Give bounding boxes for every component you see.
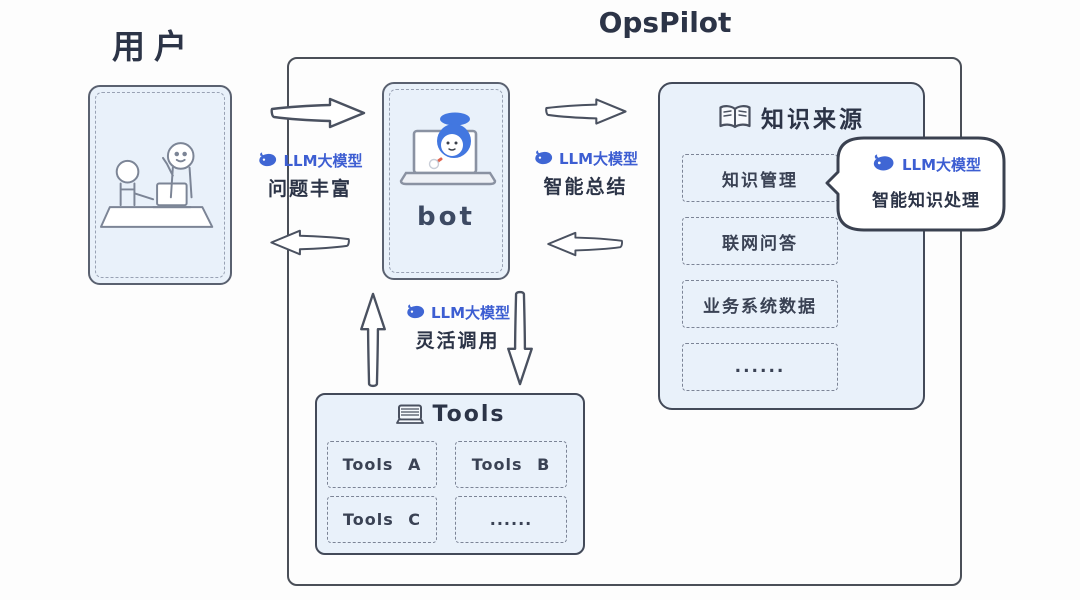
whale-icon [259, 151, 277, 166]
tool-item-c: Tools C [327, 496, 437, 543]
knowledge-item-ellipsis: ...... [682, 343, 838, 391]
flow-label-enrich: 问题丰富 [267, 178, 352, 200]
bubble-label: 智能知识处理 [872, 191, 980, 211]
opspilot-title: OpsPilot [598, 6, 732, 39]
opspilot-frame [287, 57, 962, 586]
open-book-icon [719, 105, 751, 129]
arrow-bot-to-user [270, 229, 350, 256]
knowledge-item-management: 知识管理 [682, 154, 838, 202]
tool-item-a: Tools A [327, 441, 437, 488]
knowledge-item-business-data: 业务系统数据 [682, 280, 838, 328]
knowledge-sources-box: 知识来源 知识管理 联网问答 业务系统数据 ...... [658, 82, 925, 410]
flow-smart-summary: LLM大模型 智能总结 [518, 148, 653, 199]
llm-badge-label: LLM大模型 [283, 152, 363, 170]
tools-title: Tools [432, 402, 506, 427]
llm-badge-label: LLM大模型 [558, 150, 639, 168]
llm-badge-label: LLM大模型 [430, 304, 511, 322]
knowledge-title: 知识来源 [761, 107, 865, 133]
users-at-desk-illustration [99, 142, 214, 228]
arrow-knowledge-to-bot [547, 231, 623, 257]
flow-question-enrichment: LLM大模型 问题丰富 [240, 150, 380, 201]
user-box [88, 85, 232, 285]
whale-icon [407, 303, 425, 318]
tools-box: Tools Tools A Tools B Tools C ...... [315, 393, 585, 555]
bot-mascot-laptop-icon [399, 112, 497, 186]
bot-label: bot [417, 202, 475, 232]
arrow-user-to-bot [270, 97, 366, 129]
laptop-icon [395, 404, 424, 424]
flow-label-summary: 智能总结 [543, 176, 628, 198]
speech-bubble-shape [825, 136, 1006, 232]
whale-icon [535, 149, 553, 164]
knowledge-item-web-qa: 联网问答 [682, 217, 838, 265]
knowledge-header: 知识来源 [660, 100, 923, 134]
bot-box: bot [382, 82, 510, 280]
arrow-bot-to-knowledge [545, 98, 627, 125]
llm-badge-label: LLM大模型 [901, 156, 982, 174]
tools-header: Tools [317, 402, 583, 427]
tool-item-ellipsis: ...... [455, 496, 567, 543]
tool-item-b: Tools B [455, 441, 567, 488]
flow-label-invoke: 灵活调用 [415, 330, 500, 352]
knowledge-processing-bubble: LLM大模型 智能知识处理 [824, 134, 1010, 236]
whale-icon [873, 154, 894, 171]
flow-flexible-invocation: LLM大模型 灵活调用 [390, 302, 525, 353]
user-section-title: 用户 [112, 27, 196, 66]
arrow-bot-to-tools [507, 290, 533, 386]
arrow-tools-to-bot [360, 292, 386, 388]
